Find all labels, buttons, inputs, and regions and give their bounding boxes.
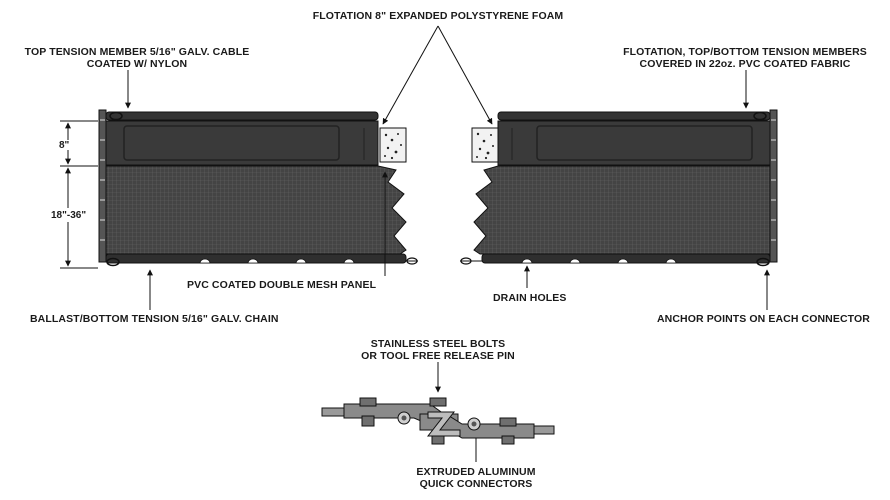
top-tension-line2: COATED W/ NYLON bbox=[86, 58, 188, 70]
left-flotation-chamber bbox=[105, 120, 379, 166]
leader-lines bbox=[125, 25, 770, 462]
ballast-label: BALLAST/BOTTOM TENSION 5/16" GALV. CHAIN bbox=[30, 313, 279, 325]
left-foam-cutaway bbox=[379, 127, 407, 163]
top-tension-label: TOP TENSION MEMBER 5/16" GALV. CABLE COA… bbox=[18, 46, 256, 70]
top-tension-line1: TOP TENSION MEMBER 5/16" GALV. CABLE bbox=[24, 46, 250, 58]
right-top-shackle bbox=[753, 111, 767, 121]
connectors-line2: QUICK CONNECTORS bbox=[419, 478, 533, 490]
left-top-cable bbox=[105, 111, 379, 121]
left-mesh-panel bbox=[105, 165, 407, 255]
connectors-label: EXTRUDED ALUMINUM QUICK CONNECTORS bbox=[376, 466, 576, 490]
quick-connector-detail bbox=[321, 397, 555, 445]
flotation-fabric-line1: FLOTATION, TOP/BOTTOM TENSION MEMBERS bbox=[623, 46, 867, 58]
mesh-panel-label: PVC COATED DOUBLE MESH PANEL bbox=[187, 279, 377, 291]
bolts-line1: STAINLESS STEEL BOLTS bbox=[370, 338, 506, 350]
flotation-height-dimension: 8" bbox=[59, 140, 70, 151]
bolts-line2: OR TOOL FREE RELEASE PIN bbox=[361, 350, 515, 362]
right-mesh-panel bbox=[473, 165, 771, 255]
skirt-depth-dimension: 18"-36" bbox=[51, 210, 87, 221]
right-end-connector bbox=[769, 109, 778, 263]
left-end-connector bbox=[98, 109, 107, 263]
left-boom-section bbox=[98, 109, 418, 267]
connectors-line1: EXTRUDED ALUMINUM bbox=[416, 466, 536, 478]
dimension-lines bbox=[60, 120, 98, 269]
drain-holes-label: DRAIN HOLES bbox=[493, 292, 567, 304]
right-flotation-chamber bbox=[497, 120, 771, 166]
bolts-label: STAINLESS STEEL BOLTS OR TOOL FREE RELEA… bbox=[338, 338, 538, 362]
right-foam-cutaway bbox=[471, 127, 499, 163]
flotation-fabric-line2: COVERED IN 22oz. PVC COATED FABRIC bbox=[639, 58, 851, 70]
right-boom-section bbox=[460, 109, 778, 267]
anchor-points-label: ANCHOR POINTS ON EACH CONNECTOR bbox=[657, 313, 870, 325]
right-top-cable bbox=[497, 111, 771, 121]
flotation-foam-label: FLOTATION 8" EXPANDED POLYSTYRENE FOAM bbox=[312, 10, 564, 22]
left-top-shackle bbox=[109, 111, 123, 121]
flotation-fabric-label: FLOTATION, TOP/BOTTOM TENSION MEMBERS CO… bbox=[620, 46, 870, 70]
